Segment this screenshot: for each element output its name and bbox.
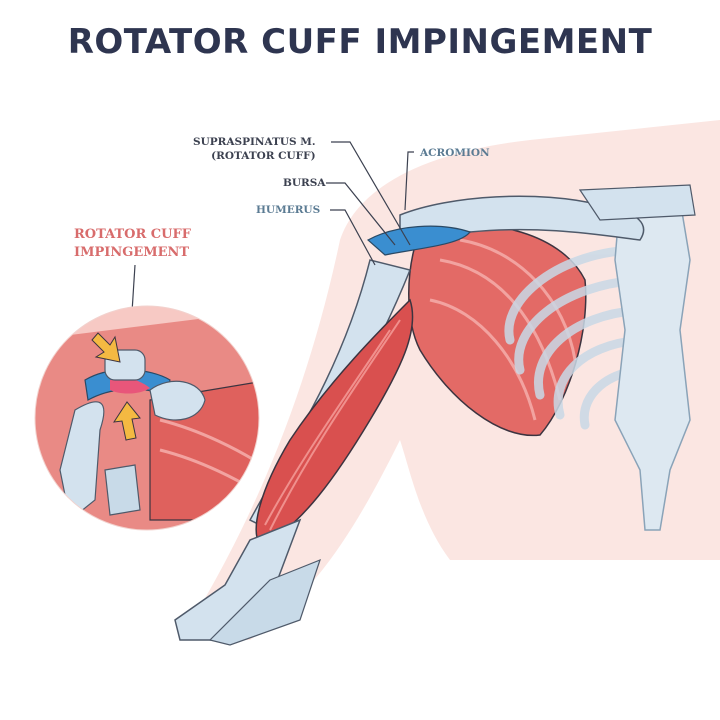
forearm [174,518,302,641]
label-supraspinatus-line2: (ROTATOR CUFF) [211,150,316,162]
label-inset-line2: IMPINGEMENT [74,245,190,260]
rib-cage [504,245,645,430]
label-humerus: HUMERUS [256,204,321,216]
label-inset-impingement: ROTATOR CUFF IMPINGEMENT [74,226,191,262]
sternum [614,199,691,531]
page-title: ROTATOR CUFF IMPINGEMENT [67,22,653,62]
compression-arrow-bottom [112,401,141,441]
label-bursa: BURSA [283,177,326,189]
label-acromion: ACROMION [420,147,490,159]
inset-closeup [35,306,259,530]
label-supraspinatus-line1: SUPRASPINATUS M. [193,136,316,148]
label-supraspinatus: SUPRASPINATUS M. (ROTATOR CUFF) [193,135,316,163]
label-inset-line1: ROTATOR CUFF [74,227,191,242]
bursa [366,225,471,256]
compression-arrow-top [91,332,121,363]
